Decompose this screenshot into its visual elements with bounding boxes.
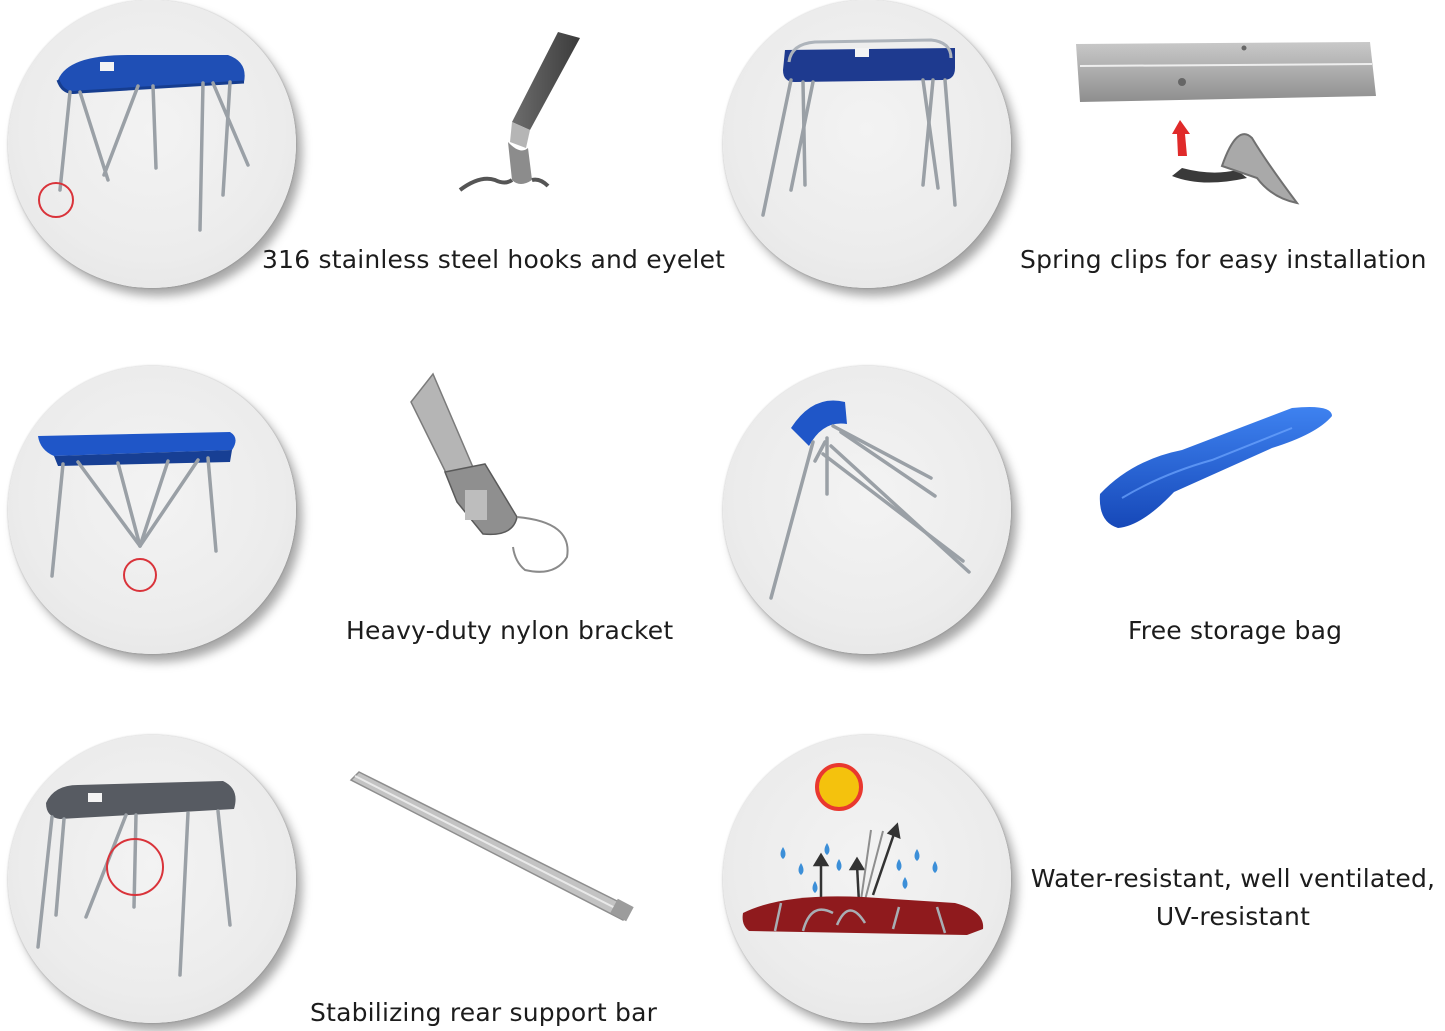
weather-caption: Water-resistant, well ventilated, UV-res… — [1018, 860, 1445, 936]
weather-caption-line1: Water-resistant, well ventilated, — [1030, 864, 1436, 893]
bimini-top-royal-icon — [38, 432, 236, 592]
support-bar-caption: Stabilizing rear support bar — [310, 998, 658, 1027]
stainless-hook-image — [450, 30, 610, 200]
weather-resistance-photo — [723, 735, 1011, 1023]
bimini-top-clips-photo — [723, 0, 1011, 288]
spring-clip-image — [1072, 38, 1382, 213]
nylon-bracket-image — [405, 372, 580, 577]
stainless-hook-icon — [458, 32, 580, 192]
spring-clip-icon — [1076, 42, 1376, 205]
spring-clips-caption: Spring clips for easy installation — [1020, 245, 1427, 274]
bracket-caption: Heavy-duty nylon bracket — [346, 616, 674, 645]
storage-bag-image — [1092, 402, 1337, 532]
weather-caption-line2: UV-resistant — [1155, 902, 1311, 931]
hooks-caption: 316 stainless steel hooks and eyelet — [262, 245, 726, 274]
bimini-top-bracket-photo — [8, 366, 296, 654]
storage-bag-icon — [1099, 407, 1332, 528]
bimini-top-gray-icon — [36, 781, 236, 977]
bimini-top-support-photo — [8, 735, 296, 1023]
weather-resistance-icon — [742, 763, 984, 935]
storage-bag-caption: Free storage bag — [1128, 616, 1343, 645]
nylon-bracket-icon — [410, 372, 569, 573]
bimini-top-hooks-photo — [8, 0, 296, 288]
bimini-top-folded-icon — [769, 400, 971, 600]
bimini-top-folded-photo — [723, 366, 1011, 654]
bimini-top-navy-icon — [761, 38, 957, 217]
support-bar-icon — [349, 771, 634, 922]
bimini-top-blue-icon — [38, 55, 250, 232]
support-bar-image — [345, 768, 635, 928]
